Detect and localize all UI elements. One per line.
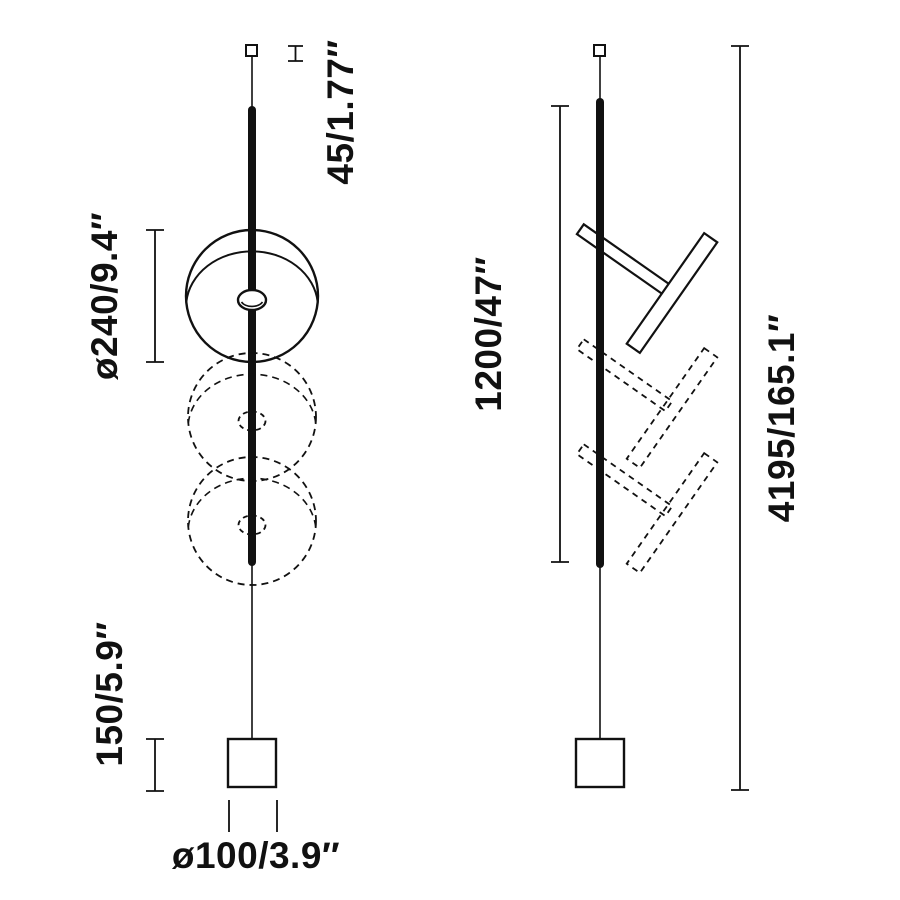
disc-alt-1-rim-arc <box>187 373 317 424</box>
disc-arm-side-alt-2 <box>575 443 674 518</box>
shade-diameter-dimension-label: ø240/9.4″ <box>84 212 125 380</box>
dimension-labels: 45/1.77″ ø240/9.4″ 150/5.9″ ø100/3.9″ 12… <box>84 39 802 876</box>
disc-arm-side <box>575 222 674 298</box>
disc-arm-side-alt-1 <box>575 338 674 413</box>
disc-alt-1-center-hole <box>237 410 267 432</box>
disc-edge-side-alt-1 <box>625 346 719 470</box>
diagram-linework <box>146 44 749 832</box>
ceiling-mount-side <box>593 44 606 57</box>
disc-alt-2-rim-arc <box>187 477 317 528</box>
canopy-height-marker <box>288 45 303 62</box>
total-height-dimension-ticks <box>731 45 749 791</box>
rod-length-dimension-ticks <box>551 105 569 563</box>
disc-assembly-side-alt-1 <box>575 338 719 470</box>
disc-edge-side <box>625 231 719 355</box>
base-diameter-dimension-ticks <box>228 800 278 832</box>
counterweight-side <box>574 737 626 789</box>
front-view <box>146 44 320 832</box>
total-height-dimension-label: 4195/165.1″ <box>761 314 802 522</box>
disc-alt-2-center-hole <box>237 514 267 536</box>
disc-shade-alt-position-1 <box>187 352 317 482</box>
disc-assembly-side-alt-2 <box>575 443 719 575</box>
base-height-dimension-ticks <box>146 738 164 792</box>
rod-length-dimension-label: 1200/47″ <box>468 256 509 411</box>
ceiling-mount-front <box>245 44 258 57</box>
disc-center-hole-shading <box>240 301 264 308</box>
counterweight-front <box>226 737 278 789</box>
canopy-height-dimension-label: 45/1.77″ <box>320 39 361 184</box>
base-diameter-dimension-label: ø100/3.9″ <box>172 835 340 876</box>
shade-diameter-dimension-ticks <box>146 229 164 363</box>
disc-edge-side-alt-2 <box>625 451 719 575</box>
side-view <box>551 44 749 791</box>
base-height-dimension-label: 150/5.9″ <box>89 621 130 766</box>
